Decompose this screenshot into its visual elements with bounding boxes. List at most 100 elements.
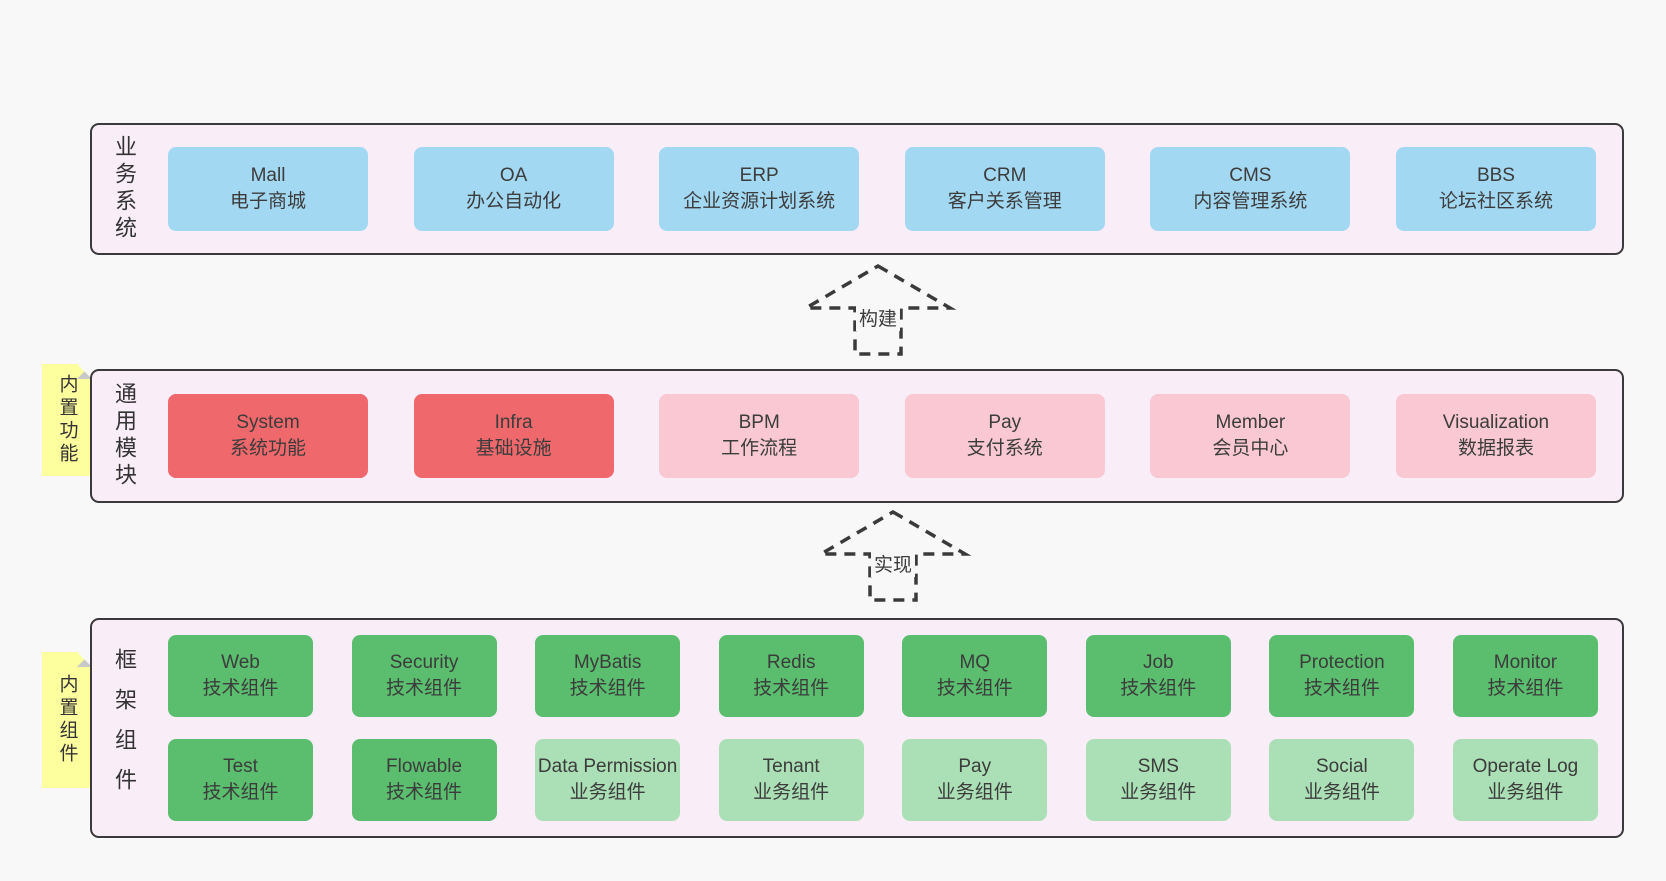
node-tenant: Tenant 业务组件 bbox=[718, 739, 864, 821]
node-member: Member 会员中心 bbox=[1150, 394, 1351, 478]
node-desc: 数据报表 bbox=[1457, 438, 1534, 459]
node-cms: CMS 内容管理系统 bbox=[1150, 147, 1351, 231]
node-desc: 业务组件 bbox=[569, 782, 646, 803]
arrow-build: 构建 bbox=[798, 262, 958, 358]
band-label-business-systems: 业务系统 bbox=[112, 135, 137, 243]
node-crm: CRM 客户关系管理 bbox=[904, 147, 1105, 231]
node-desc: 办公自动化 bbox=[466, 191, 562, 212]
component-row-2: Test 技术组件 Flowable 技术组件 Data Permission … bbox=[168, 739, 1598, 821]
node-name: SMS bbox=[1137, 755, 1179, 777]
node-name: Mall bbox=[250, 164, 286, 186]
node-system: System 系统功能 bbox=[168, 394, 368, 478]
node-name: Redis bbox=[766, 651, 816, 673]
node-mall: Mall 电子商城 bbox=[168, 147, 368, 231]
node-security: Security 技术组件 bbox=[351, 635, 497, 717]
node-desc: 技术组件 bbox=[386, 782, 463, 803]
arrow-implement-label: 实现 bbox=[870, 550, 916, 577]
node-desc: 支付系统 bbox=[966, 438, 1043, 459]
band-content-common-modules: System 系统功能 Infra 基础设施 BPM 工作流程 Pay 支付系统… bbox=[140, 371, 1622, 501]
node-name: Web bbox=[221, 651, 260, 673]
sticky-note-builtin-features: 内置功能 bbox=[42, 364, 92, 476]
node-name: Pay bbox=[988, 411, 1022, 433]
node-name: Test bbox=[223, 755, 258, 777]
band-content-framework-components: Web 技术组件 Security 技术组件 MyBatis 技术组件 Redi… bbox=[140, 620, 1622, 836]
node-desc: 业务组件 bbox=[1487, 782, 1564, 803]
node-name: Protection bbox=[1299, 651, 1385, 673]
node-operate-log: Operate Log 业务组件 bbox=[1452, 739, 1598, 821]
node-desc: 电子商城 bbox=[229, 191, 306, 212]
node-web: Web 技术组件 bbox=[168, 635, 313, 717]
node-erp: ERP 企业资源计划系统 bbox=[659, 147, 860, 231]
node-name: Infra bbox=[494, 411, 533, 433]
band-content-business-systems: Mall 电子商城 OA 办公自动化 ERP 企业资源计划系统 CRM 客户关系… bbox=[140, 125, 1622, 253]
arrow-implement: 实现 bbox=[813, 508, 973, 604]
node-desc: 技术组件 bbox=[753, 678, 830, 699]
node-name: Tenant bbox=[762, 755, 820, 777]
node-test: Test 技术组件 bbox=[168, 739, 313, 821]
node-desc: 业务组件 bbox=[1120, 782, 1197, 803]
node-name: OA bbox=[499, 164, 528, 186]
node-protection: Protection 技术组件 bbox=[1269, 635, 1415, 717]
node-flowable: Flowable 技术组件 bbox=[351, 739, 497, 821]
node-name: BBS bbox=[1476, 164, 1515, 186]
node-name: CRM bbox=[983, 164, 1027, 186]
node-desc: 客户关系管理 bbox=[947, 191, 1062, 212]
node-desc: 业务组件 bbox=[1303, 782, 1380, 803]
node-monitor: Monitor 技术组件 bbox=[1452, 635, 1598, 717]
node-name: Flowable bbox=[386, 755, 463, 777]
sticky-note-builtin-components: 内置组件 bbox=[42, 652, 92, 788]
component-row-1: Web 技术组件 Security 技术组件 MyBatis 技术组件 Redi… bbox=[168, 635, 1598, 717]
node-redis: Redis 技术组件 bbox=[718, 635, 864, 717]
node-name: Data Permission bbox=[537, 755, 678, 777]
node-desc: 技术组件 bbox=[202, 678, 279, 699]
node-desc: 技术组件 bbox=[1120, 678, 1197, 699]
node-bpm: BPM 工作流程 bbox=[659, 394, 860, 478]
node-desc: 技术组件 bbox=[1487, 678, 1564, 699]
node-name: Member bbox=[1215, 411, 1286, 433]
node-desc: 技术组件 bbox=[936, 678, 1013, 699]
node-desc: 业务组件 bbox=[753, 782, 830, 803]
node-name: Job bbox=[1142, 651, 1174, 673]
node-desc: 技术组件 bbox=[1303, 678, 1380, 699]
node-name: Monitor bbox=[1493, 651, 1558, 673]
node-name: Operate Log bbox=[1472, 755, 1579, 777]
node-social: Social 业务组件 bbox=[1269, 739, 1415, 821]
band-business-systems: 业务系统 Mall 电子商城 OA 办公自动化 ERP 企业资源计划系统 CRM… bbox=[90, 123, 1624, 255]
arrow-build-label: 构建 bbox=[855, 304, 901, 331]
node-desc: 业务组件 bbox=[936, 782, 1013, 803]
node-desc: 技术组件 bbox=[569, 678, 646, 699]
node-name: System bbox=[236, 411, 300, 433]
node-desc: 工作流程 bbox=[721, 438, 798, 459]
node-oa: OA 办公自动化 bbox=[413, 147, 614, 231]
node-data-permission: Data Permission 业务组件 bbox=[535, 739, 681, 821]
sticky-note-text: 内置功能 bbox=[56, 374, 78, 466]
node-desc: 技术组件 bbox=[202, 782, 279, 803]
arrow-up-dashed-icon bbox=[814, 509, 972, 602]
node-pay: Pay 支付系统 bbox=[904, 394, 1105, 478]
node-desc: 会员中心 bbox=[1212, 438, 1289, 459]
node-desc: 系统功能 bbox=[229, 438, 306, 459]
node-desc: 企业资源计划系统 bbox=[683, 191, 836, 212]
sticky-note-text: 内置组件 bbox=[56, 674, 78, 766]
node-infra: Infra 基础设施 bbox=[413, 394, 614, 478]
node-mq: MQ 技术组件 bbox=[902, 635, 1048, 717]
node-desc: 论坛社区系统 bbox=[1438, 191, 1553, 212]
node-name: Visualization bbox=[1442, 411, 1550, 433]
node-visualization: Visualization 数据报表 bbox=[1395, 394, 1596, 478]
node-desc: 技术组件 bbox=[386, 678, 463, 699]
node-name: Social bbox=[1316, 755, 1368, 777]
band-common-modules: 通用模块 System 系统功能 Infra 基础设施 BPM 工作流程 Pay… bbox=[90, 369, 1624, 503]
node-mybatis: MyBatis 技术组件 bbox=[535, 635, 681, 717]
node-name: MQ bbox=[959, 651, 991, 673]
node-name: CMS bbox=[1229, 164, 1272, 186]
node-name: ERP bbox=[739, 164, 779, 186]
node-name: Security bbox=[389, 651, 459, 673]
node-desc: 基础设施 bbox=[475, 438, 552, 459]
node-bbs: BBS 论坛社区系统 bbox=[1395, 147, 1596, 231]
node-job: Job 技术组件 bbox=[1085, 635, 1231, 717]
node-name: BPM bbox=[738, 411, 780, 433]
node-name: Pay bbox=[958, 755, 992, 777]
node-name: MyBatis bbox=[573, 651, 642, 673]
node-desc: 内容管理系统 bbox=[1193, 191, 1308, 212]
band-label-common-modules: 通用模块 bbox=[112, 382, 137, 490]
